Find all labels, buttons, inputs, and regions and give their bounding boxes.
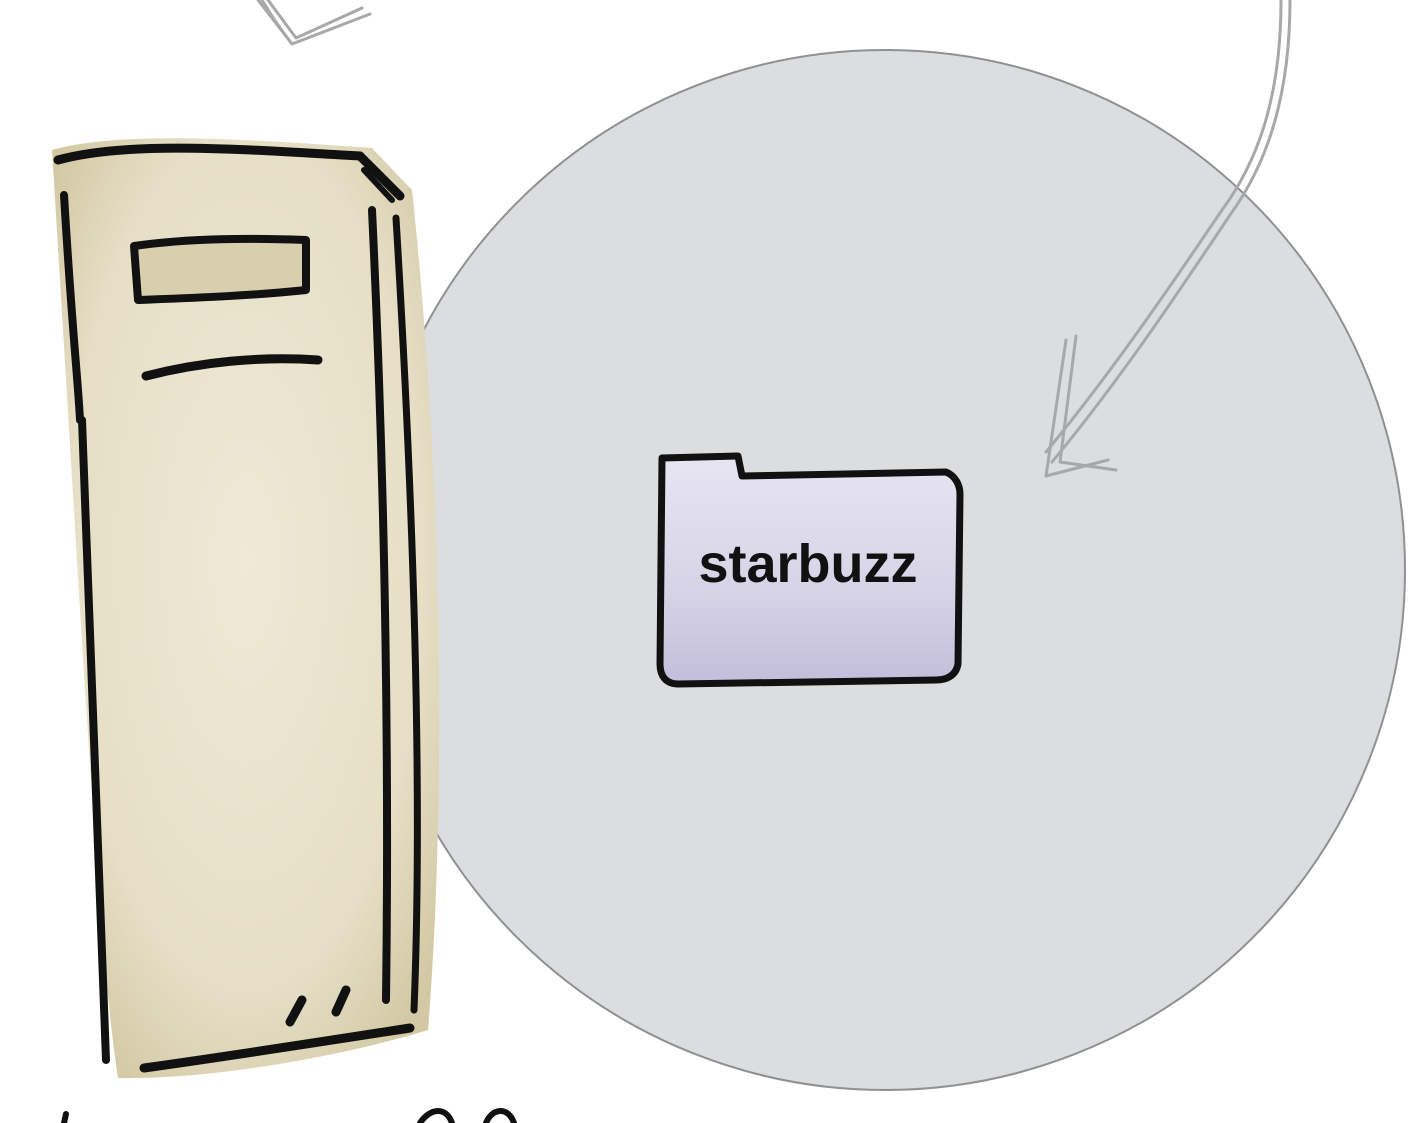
server-tower-icon bbox=[52, 138, 439, 1078]
cropped-caption-fragment bbox=[64, 1111, 514, 1123]
folder-label: starbuzz bbox=[698, 534, 917, 594]
arrow-to-server-icon bbox=[258, 0, 370, 44]
starbuzz-folder-icon[interactable]: starbuzz bbox=[660, 456, 960, 684]
